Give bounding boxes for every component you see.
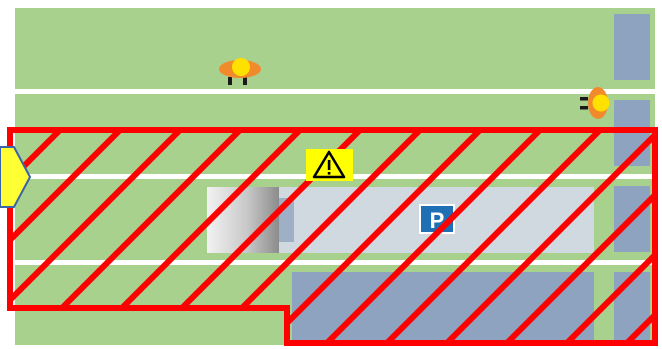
parking-bays-right bbox=[614, 14, 650, 342]
pointer-arrow-icon bbox=[0, 146, 32, 208]
lane-line bbox=[15, 260, 655, 265]
pedestrian-icon bbox=[580, 87, 610, 119]
lane-line bbox=[15, 89, 655, 94]
parking-bay bbox=[614, 272, 650, 342]
parking-bay bbox=[614, 14, 650, 80]
hazard-zone-border bbox=[7, 127, 658, 346]
pedestrian-icon bbox=[219, 58, 261, 85]
warning-sign-icon bbox=[306, 149, 353, 181]
